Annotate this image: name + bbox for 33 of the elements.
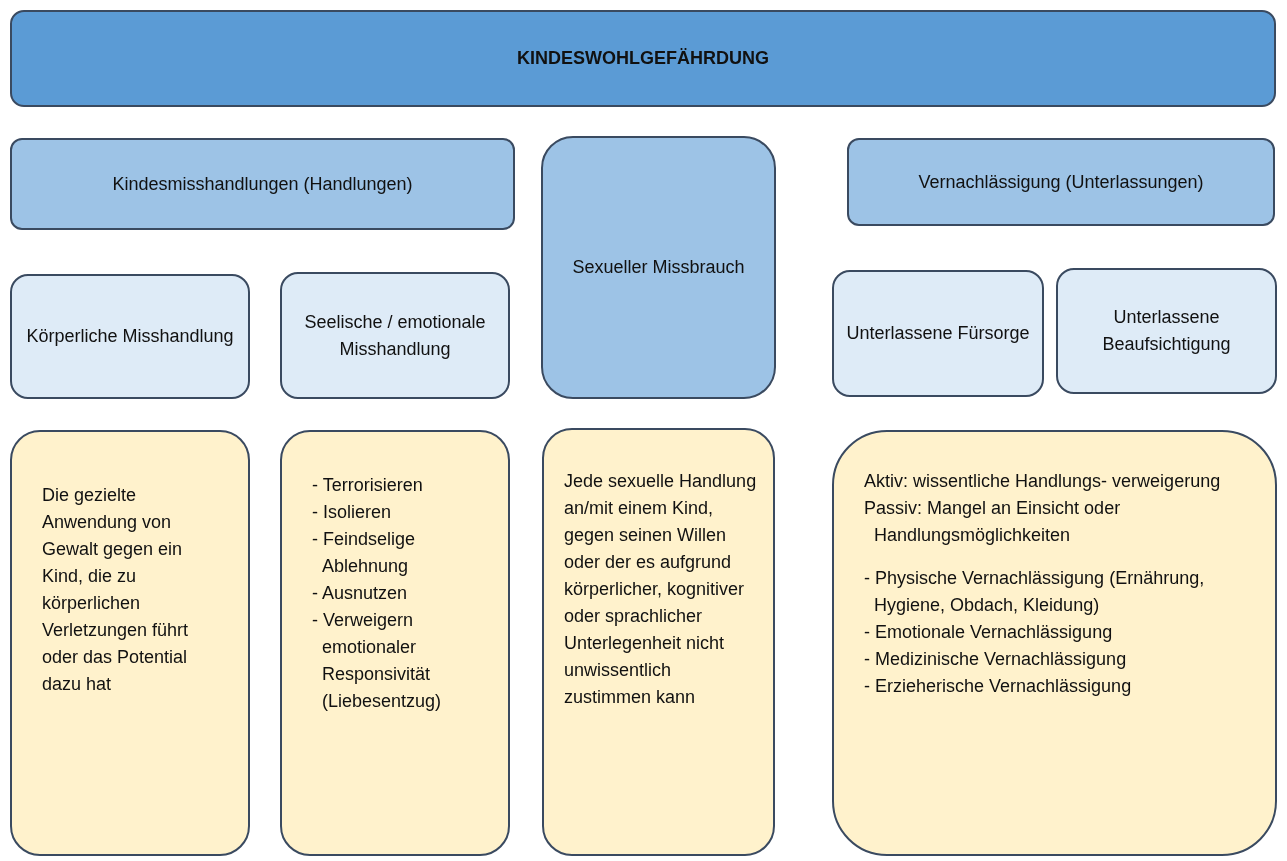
list-item: - Medizinische Vernachlässigung [864,648,1128,671]
description-text: Die gezielte Anwendung von Gewalt gegen ein Kind, die zu körperlichen Verletzungen führt oder das Potential dazu hat [42,484,190,696]
list-item: - Physische Vernachlässigung (Ernährung, Hygiene, Obdach, Kleidung) [864,567,1206,617]
subcategory-box [10,274,250,399]
node-label: Seelische / emotionale Misshandlung [303,310,487,361]
description-box [542,428,775,856]
list-item: - Ausnutzen [312,582,409,605]
category-box [541,136,776,399]
list-item: - Emotionale Vernachlässigung [864,621,1114,644]
node-label: Sexueller Missbrauch [572,256,745,279]
description-box [10,430,250,856]
node-label: Kindesmisshandlungen (Handlungen) [112,172,413,196]
list-item: - Isolieren [312,501,393,524]
description-text: Aktiv: wissentliche Handlungs- verweigerung [864,470,1222,493]
category-box [847,138,1275,226]
node-label: Vernachlässigung (Unterlassungen) [918,170,1204,194]
category-box [10,138,515,230]
title-box [10,10,1276,107]
list-item: - Verweigern emotionaler Responsivität (Liebesentzug) [312,609,443,713]
node-label: Unterlassene Fürsorge [846,322,1030,345]
description-text: Jede sexuelle Handlung an/mit einem Kind, gegen seinen Willen oder der es aufgrund körperlicher, kognitiver oder sprachlicher Unterlegenheit nicht unwissentlich zustimmen kann [564,470,758,709]
node-label: Unterlassene Beaufsichtigung [1101,306,1232,356]
node-label: Körperliche Misshandlung [26,325,234,348]
description-box [832,430,1277,856]
description-text: Passiv: Mangel an Einsicht oder Handlungsmöglichkeiten [864,497,1122,547]
list-item: - Erzieherische Vernachlässigung [864,675,1133,698]
list-item: - Feindselige Ablehnung [312,528,417,578]
subcategory-box [832,270,1044,397]
list-item: - Terrorisieren [312,474,424,497]
subcategory-box [1056,268,1277,394]
description-box [280,430,510,856]
node-label: KINDESWOHLGEFÄHRDUNG [517,47,769,70]
subcategory-box [280,272,510,399]
